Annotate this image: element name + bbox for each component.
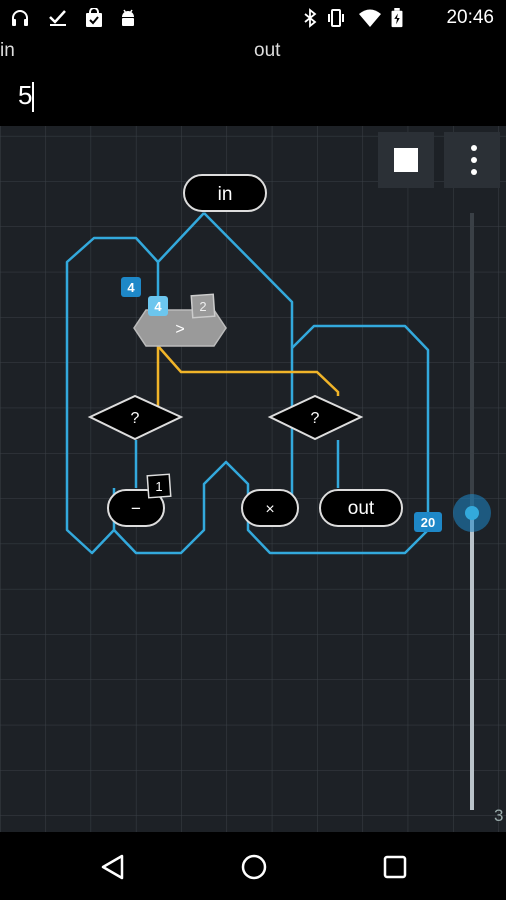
bluetooth-icon <box>304 8 317 28</box>
home-circle-icon[interactable] <box>240 853 268 881</box>
badge-compare-const: 2 <box>190 293 216 319</box>
node-compare-label: > <box>175 321 184 338</box>
vibrate-icon <box>328 9 344 27</box>
recents-square-icon[interactable] <box>382 854 408 880</box>
slider-value-label: 3 <box>494 806 504 825</box>
io-panel: in out 5 <box>0 36 506 126</box>
status-bar: 20:46 <box>0 0 506 36</box>
overflow-menu-button[interactable] <box>444 132 500 188</box>
node-times-label: × <box>265 501 274 518</box>
text-cursor <box>32 82 34 112</box>
node-minus[interactable]: − <box>107 489 165 527</box>
headphones-icon <box>12 10 28 26</box>
node-decision-left-label: ? <box>131 410 140 427</box>
svg-text:4: 4 <box>154 299 162 314</box>
out-label: out <box>254 40 281 61</box>
stop-button[interactable] <box>378 132 434 188</box>
node-minus-label: − <box>131 499 141 518</box>
node-out[interactable]: out <box>319 489 403 527</box>
navigation-bar <box>0 832 506 900</box>
check-icon <box>49 10 66 26</box>
node-times[interactable]: × <box>241 489 299 527</box>
slider-thumb[interactable] <box>465 506 479 520</box>
badge-right-edge: 20 <box>414 512 442 532</box>
node-out-label: out <box>348 498 375 519</box>
node-in-label: in <box>218 184 233 205</box>
svg-text:4: 4 <box>127 280 135 295</box>
in-label: in <box>0 40 15 61</box>
grid-background <box>0 126 506 832</box>
shopping-bag-icon <box>86 8 102 27</box>
wire-left-loop <box>65 236 159 555</box>
svg-text:1: 1 <box>155 479 162 494</box>
back-triangle-icon[interactable] <box>100 854 126 880</box>
wire-minus-bottom <box>113 324 430 555</box>
node-decision-left[interactable]: ? <box>87 394 184 441</box>
wifi-icon <box>359 9 381 27</box>
svg-text:20: 20 <box>421 515 435 530</box>
badge-left-edge: 4 <box>121 277 141 297</box>
graph-canvas[interactable]: in > ? ? − × out <box>0 126 506 832</box>
in-value-field[interactable]: 5 <box>18 80 33 110</box>
svg-text:2: 2 <box>199 299 206 314</box>
badge-compare-in: 4 <box>148 296 168 316</box>
speed-slider[interactable] <box>453 213 491 810</box>
stop-square-icon <box>394 148 418 172</box>
battery-icon <box>391 8 403 28</box>
node-in[interactable]: in <box>183 174 267 212</box>
overflow-menu-icon <box>471 145 477 175</box>
badge-minus-const: 1 <box>146 473 172 499</box>
node-decision-right[interactable]: ? <box>267 394 364 441</box>
android-icon <box>122 9 134 26</box>
node-decision-right-label: ? <box>311 410 320 427</box>
clock: 20:46 <box>446 7 494 28</box>
